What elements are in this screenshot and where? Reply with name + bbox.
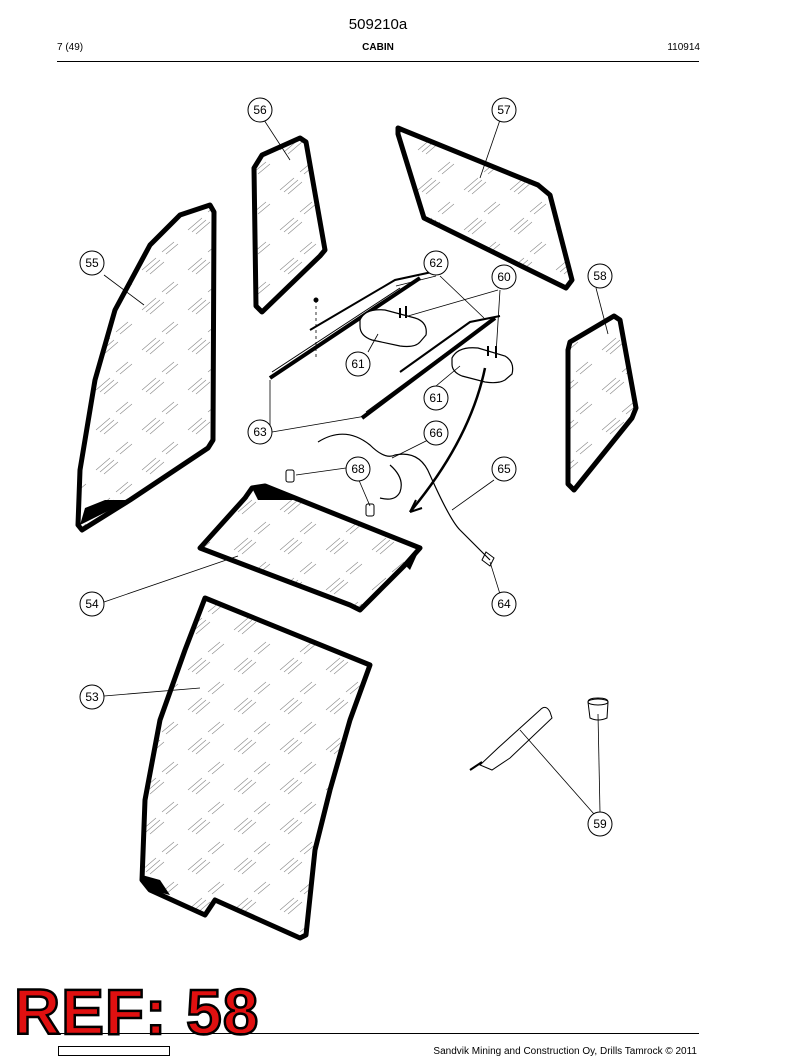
- part-53-front-windscreen: [139, 595, 373, 941]
- callout-63: 63: [247, 419, 273, 445]
- svg-text:55: 55: [85, 256, 99, 270]
- svg-text:56: 56: [253, 103, 267, 117]
- svg-text:63: 63: [253, 425, 267, 439]
- svg-text:65: 65: [497, 462, 511, 476]
- part-57-roof-window: [395, 125, 575, 291]
- part-62-wiper-arms: [268, 271, 501, 420]
- callout-55: 55: [79, 250, 105, 276]
- part-55-side-window: [75, 202, 217, 533]
- header-rule: [57, 61, 699, 62]
- brand-logo-box: [58, 1046, 170, 1056]
- part-54-lower-windscreen: [197, 483, 423, 613]
- callout-57: 57: [491, 97, 517, 123]
- document-number: 509210a: [348, 16, 408, 33]
- callout-62: 62: [423, 250, 449, 276]
- callout-56: 56: [247, 97, 273, 123]
- page-number: 7 (49): [57, 42, 84, 53]
- part-65-washer-hose: [317, 367, 495, 567]
- part-59-sealant-kit: [469, 697, 609, 771]
- svg-text:61: 61: [429, 391, 443, 405]
- callout-53: 53: [79, 684, 105, 710]
- svg-text:53: 53: [85, 690, 99, 704]
- part-68-washer-nozzles: [285, 469, 375, 517]
- svg-text:57: 57: [497, 103, 511, 117]
- part-58-rear-side-window: [565, 313, 639, 493]
- copyright-notice: Sandvik Mining and Construction Oy, Dril…: [433, 1046, 697, 1057]
- callout-leaders: [103, 119, 609, 815]
- svg-text:66: 66: [429, 426, 443, 440]
- footer-rule: [57, 1033, 699, 1034]
- reference-stamp: REF: 58: [13, 976, 260, 1048]
- svg-text:68: 68: [351, 462, 365, 476]
- svg-text:62: 62: [429, 256, 443, 270]
- callout-60: 60: [491, 264, 517, 290]
- callout-54: 54: [79, 591, 105, 617]
- callout-64: 64: [491, 591, 517, 617]
- callout-58: 58: [587, 263, 613, 289]
- callout-59: 59: [587, 811, 613, 837]
- part-56-quarter-window: [251, 135, 328, 315]
- revision-code: 110914: [667, 42, 700, 53]
- svg-text:59: 59: [593, 817, 607, 831]
- svg-text:61: 61: [351, 357, 365, 371]
- section-title: CABIN: [362, 42, 394, 53]
- svg-text:64: 64: [497, 597, 511, 611]
- callout-65: 65: [491, 456, 517, 482]
- callout-66: 66: [423, 420, 449, 446]
- svg-text:54: 54: [85, 597, 99, 611]
- callout-68: 68: [345, 456, 371, 482]
- callout-61-upper: 61: [345, 351, 371, 377]
- svg-text:60: 60: [497, 270, 511, 284]
- svg-text:58: 58: [593, 269, 607, 283]
- callout-61-lower: 61: [423, 385, 449, 411]
